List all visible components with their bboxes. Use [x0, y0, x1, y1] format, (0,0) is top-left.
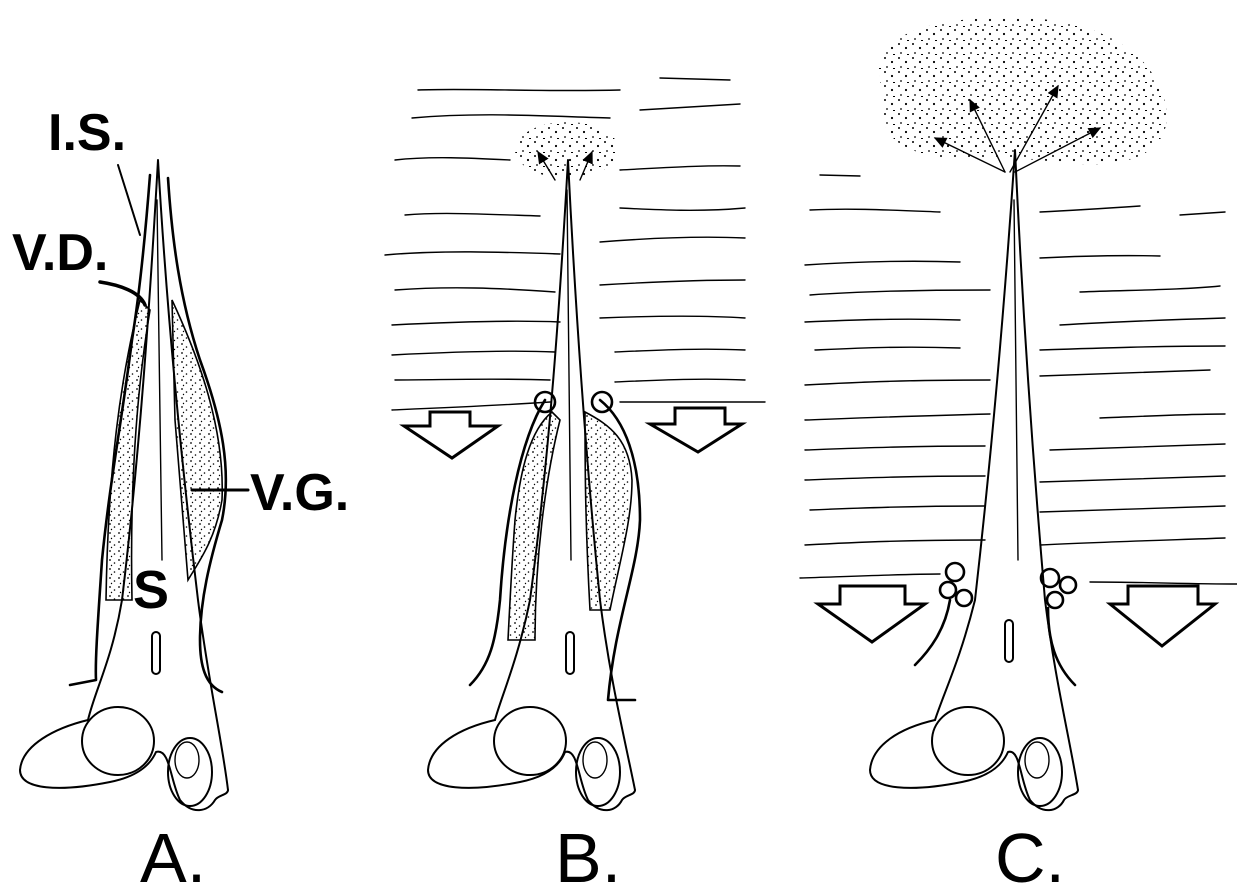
- venom-gland-b-left: [508, 412, 560, 640]
- is-leader: [118, 165, 140, 235]
- down-arrow-c-left: [818, 586, 925, 642]
- label-is: I.S.: [48, 104, 126, 162]
- label-vd: V.D.: [12, 224, 108, 282]
- panel-label-c: C.: [995, 819, 1065, 892]
- panel-label-b: B.: [555, 819, 621, 892]
- stinger-slit: [152, 632, 160, 674]
- coiled-duct-c: [915, 563, 1076, 685]
- panel-b: [385, 78, 765, 810]
- label-s: S: [133, 560, 169, 620]
- stinger-shaft-c: [935, 150, 1078, 790]
- venom-cloud-c: [879, 17, 1167, 172]
- down-arrow-b-right: [650, 408, 742, 452]
- down-arrow-b-left: [404, 412, 498, 458]
- panel-c: [800, 17, 1237, 810]
- panel-a: I.S. V.D. V.G. S: [12, 104, 349, 810]
- label-vg: V.G.: [250, 464, 349, 522]
- down-arrow-c-right: [1110, 586, 1215, 646]
- stinger-base: [20, 720, 228, 810]
- panel-label-a: A.: [140, 819, 206, 892]
